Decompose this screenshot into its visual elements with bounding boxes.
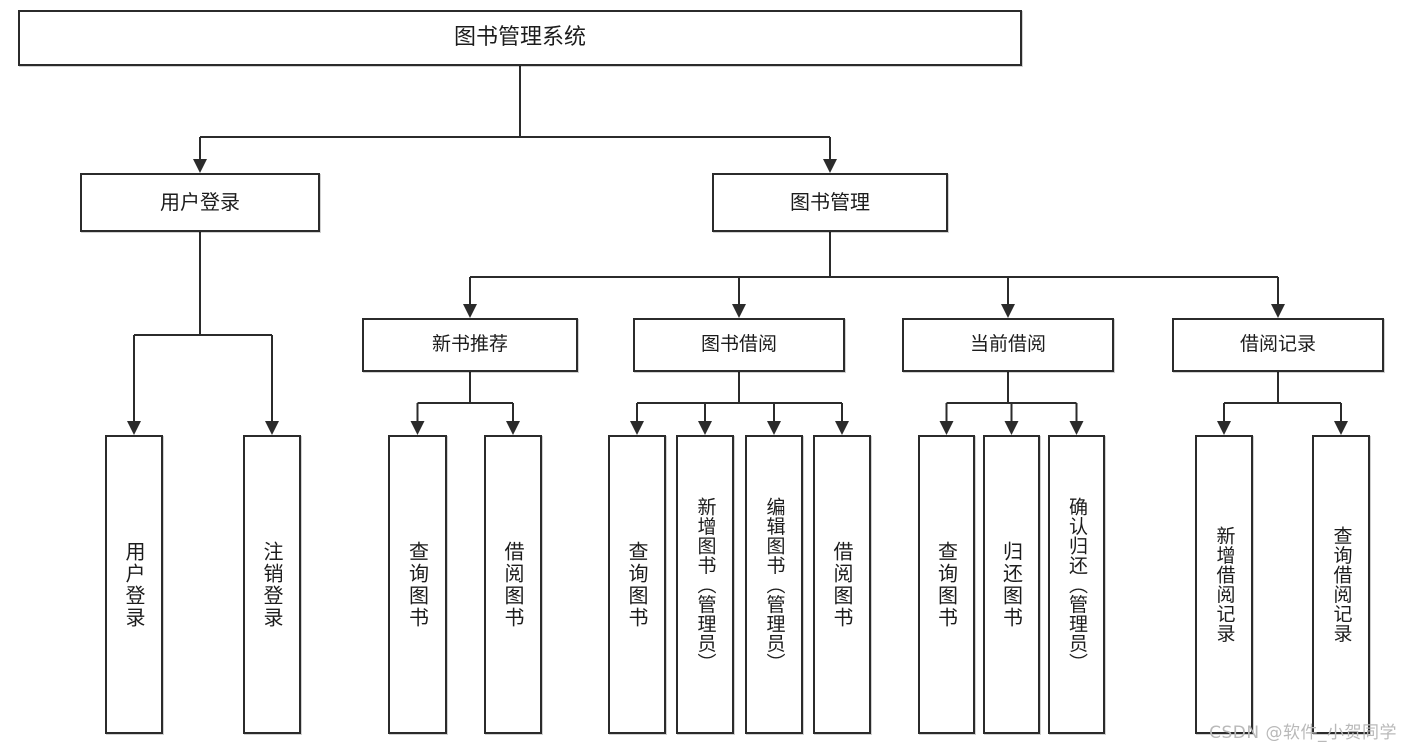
node-label: 用户登录 bbox=[160, 190, 240, 214]
node-l3-node-借阅记录: 借阅记录 bbox=[1172, 318, 1384, 372]
node-label: 查询图书 bbox=[625, 540, 649, 629]
node-label: 用户登录 bbox=[122, 540, 146, 629]
node-label: 注销登录 bbox=[260, 540, 284, 629]
node-leaf-12-node-查询借阅记录: 查询借阅记录 bbox=[1312, 435, 1370, 734]
node-leaf-10-node-确认归还管理员: 确认归还（管理员） bbox=[1048, 435, 1105, 734]
node-leaf-4-node-查询图书: 查询图书 bbox=[608, 435, 666, 734]
node-label: 查询图书 bbox=[934, 540, 959, 629]
node-leaf-2-node-查询图书: 查询图书 bbox=[388, 435, 447, 734]
node-l3-node-新书推荐: 新书推荐 bbox=[362, 318, 578, 372]
node-label: 新增图书（管理员） bbox=[694, 496, 717, 673]
node-leaf-8-node-查询图书: 查询图书 bbox=[918, 435, 975, 734]
node-l3-node-当前借阅: 当前借阅 bbox=[902, 318, 1114, 372]
node-label: 归还图书 bbox=[999, 540, 1024, 629]
node-label: 确认归还（管理员） bbox=[1066, 496, 1088, 673]
node-leaf-0-node-用户登录: 用户登录 bbox=[105, 435, 163, 734]
node-l3-node-图书借阅: 图书借阅 bbox=[633, 318, 845, 372]
node-label: 借阅图书 bbox=[830, 540, 854, 629]
node-root-node-图书管理系统: 图书管理系统 bbox=[18, 10, 1022, 66]
node-leaf-1-node-注销登录: 注销登录 bbox=[243, 435, 301, 734]
node-leaf-5-node-新增图书管理员: 新增图书（管理员） bbox=[676, 435, 734, 734]
node-leaf-9-node-归还图书: 归还图书 bbox=[983, 435, 1040, 734]
node-leaf-6-node-编辑图书管理员: 编辑图书（管理员） bbox=[745, 435, 803, 734]
node-label: 新书推荐 bbox=[431, 333, 508, 356]
node-label: 借阅图书 bbox=[501, 540, 525, 629]
node-label: 图书借阅 bbox=[700, 333, 777, 356]
node-leaf-7-node-借阅图书: 借阅图书 bbox=[813, 435, 871, 734]
node-label: 新增借阅记录 bbox=[1213, 526, 1236, 643]
node-l2-node-图书管理: 图书管理 bbox=[712, 173, 948, 232]
node-label: 借阅记录 bbox=[1239, 333, 1316, 356]
node-label: 查询借阅记录 bbox=[1330, 526, 1353, 643]
node-leaf-11-node-新增借阅记录: 新增借阅记录 bbox=[1195, 435, 1253, 734]
node-label: 当前借阅 bbox=[969, 333, 1046, 356]
node-label: 查询图书 bbox=[405, 540, 430, 629]
node-label: 编辑图书（管理员） bbox=[763, 496, 786, 673]
node-l2-node-用户登录: 用户登录 bbox=[80, 173, 320, 232]
node-label: 图书管理系统 bbox=[453, 25, 586, 51]
node-leaf-3-node-借阅图书: 借阅图书 bbox=[484, 435, 542, 734]
node-label: 图书管理 bbox=[790, 190, 870, 214]
